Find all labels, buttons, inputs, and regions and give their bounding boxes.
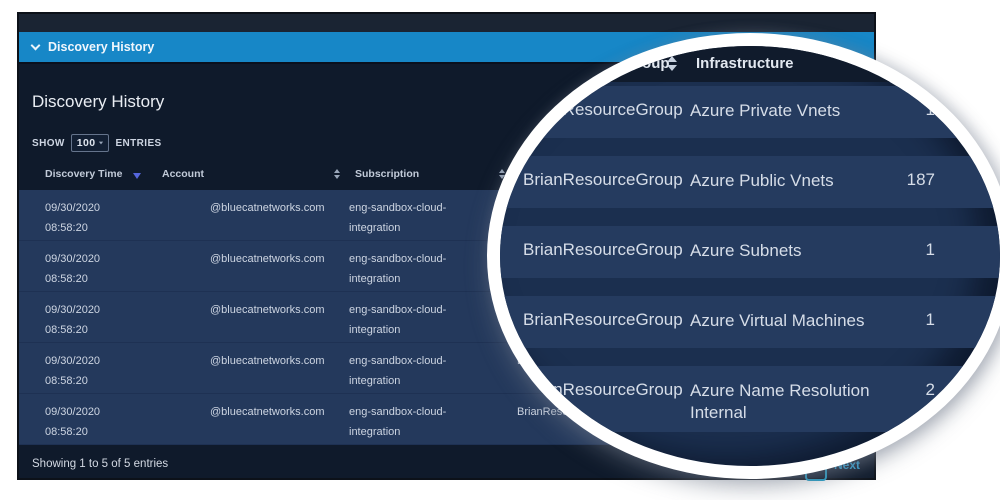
entries-label: ENTRIES — [115, 137, 162, 149]
show-entries-control: SHOW 100 ENTRIES — [32, 134, 162, 152]
magnified-cell-infrastructure: Azure Name Resolution Internal — [690, 381, 870, 422]
sort-icon — [667, 56, 677, 71]
page-title: Discovery History — [32, 92, 165, 111]
magnified-table-row: BrianResourceGroup Azure Public Vnets 18… — [500, 156, 1000, 208]
magnified-table-body: BrianResourceGroup Azure Private Vnets 1… — [500, 86, 1000, 450]
cell-subscription: eng-sandbox-cloud-integration — [349, 304, 447, 336]
magnified-cell-resource-group: BrianResourceGroup — [523, 100, 683, 119]
magnified-cell-count: 187 — [906, 170, 935, 189]
magnified-cell-resource-group: BrianResourceGroup — [523, 170, 683, 189]
magnified-table-row: BrianResourceGroup Azure Name Resolution… — [500, 366, 1000, 432]
chevron-down-icon — [30, 40, 41, 50]
cell-subscription: eng-sandbox-cloud-integration — [349, 202, 447, 234]
entries-per-page-select[interactable]: 100 — [70, 134, 110, 152]
select-caret-icon — [99, 141, 104, 144]
column-header-subscription[interactable]: Subscription — [355, 168, 420, 180]
panel-top-strip — [19, 14, 874, 32]
magnified-cell-infrastructure: Azure Subnets — [690, 241, 802, 260]
magnifier-zoom-overlay: Resource Group Infrastructure BrianResou… — [487, 33, 1000, 479]
cell-account: @bluecatnetworks.com — [210, 406, 325, 418]
column-header-discovery-time[interactable]: Discovery Time — [45, 168, 123, 180]
sort-descending-icon[interactable] — [133, 173, 141, 179]
magnified-cell-infrastructure: Azure Virtual Machines — [690, 311, 865, 330]
collapse-bar-label: Discovery History — [48, 40, 155, 54]
cell-account: @bluecatnetworks.com — [210, 304, 325, 316]
show-label: SHOW — [32, 137, 65, 149]
magnified-table: Resource Group Infrastructure BrianResou… — [500, 46, 1000, 466]
magnified-cell-infrastructure: Azure Private Vnets — [690, 101, 841, 120]
column-header-account[interactable]: Account — [162, 168, 204, 180]
magnified-cell-resource-group: BrianResourceGroup — [523, 310, 683, 329]
magnified-cell-count: 1 — [925, 240, 935, 259]
magnified-column-header-infrastructure: Infrastructure — [696, 55, 794, 72]
cell-account: @bluecatnetworks.com — [210, 202, 325, 214]
entries-summary: Showing 1 to 5 of 5 entries — [32, 458, 169, 470]
cell-subscription: eng-sandbox-cloud-integration — [349, 406, 447, 438]
cell-subscription: eng-sandbox-cloud-integration — [349, 253, 447, 285]
magnified-table-row: BrianResourceGroup Azure Virtual Machine… — [500, 296, 1000, 348]
cell-account: @bluecatnetworks.com — [210, 355, 325, 367]
magnified-column-header-resource-group: Resource Group — [552, 55, 670, 72]
magnified-cell-count: 2 — [925, 380, 935, 399]
sort-icon[interactable] — [334, 169, 340, 179]
cell-subscription: eng-sandbox-cloud-integration — [349, 355, 447, 387]
cell-account: @bluecatnetworks.com — [210, 253, 325, 265]
magnified-cell-resource-group: BrianResourceGroup — [523, 380, 683, 399]
magnified-table-row: BrianResourceGroup Azure Subnets 1 — [500, 226, 1000, 278]
magnified-cell-count: 1 — [925, 100, 935, 119]
magnified-table-row: BrianResourceGroup Azure Private Vnets 1 — [500, 86, 1000, 138]
magnified-header-row: Resource Group Infrastructure — [500, 46, 1000, 82]
entries-per-page-value: 100 — [76, 136, 96, 149]
magnified-cell-resource-group: BrianResourceGroup — [523, 240, 683, 259]
magnified-cell-infrastructure: Azure Public Vnets — [690, 171, 834, 190]
magnified-cell-count: 1 — [925, 310, 935, 329]
